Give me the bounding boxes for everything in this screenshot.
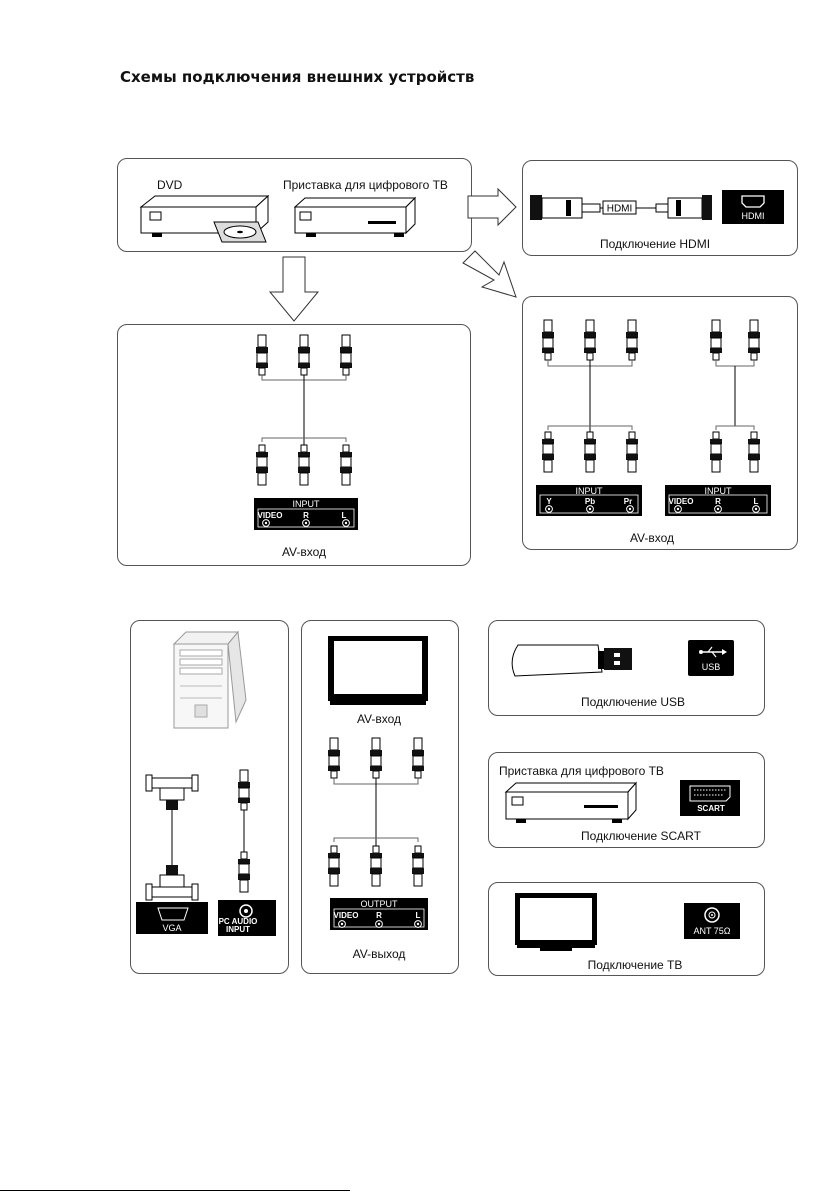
scart-port-icon: SCART	[680, 780, 740, 816]
usb-port-label: USB	[702, 662, 721, 672]
av-out-port-video: VIDEO	[334, 911, 359, 920]
scart-set-top-box-icon	[504, 781, 638, 823]
av-out-port-l: L	[416, 911, 421, 920]
pc-audio-port-panel: PC AUDIO INPUT	[218, 900, 276, 936]
stb-label: Приставка для цифрового ТВ	[283, 178, 448, 192]
antenna-port-icon: ANT 75Ω	[684, 903, 740, 939]
usb-symbol-icon	[699, 646, 727, 658]
hdmi-port-label: HDMI	[742, 211, 765, 221]
component-input-panel: INPUT Y Pb Pr	[536, 485, 642, 516]
av-input-left-caption: AV-вход	[281, 545, 327, 559]
hdmi-caption: Подключение HDMI	[599, 237, 711, 251]
component-port-y: Y	[546, 497, 552, 506]
av-input-left-panel: INPUT VIDEO R L	[254, 498, 358, 530]
set-top-box-icon	[293, 196, 417, 237]
pc-audio-label-1: PC AUDIO	[219, 917, 258, 926]
av-left-port-video: VIDEO	[258, 511, 283, 520]
hdmi-port-icon: HDMI	[722, 190, 784, 224]
composite-port-video: VIDEO	[669, 497, 694, 506]
av-output-panel-title: OUTPUT	[361, 899, 399, 909]
dvd-player-icon	[139, 194, 270, 243]
footer-rule	[0, 1190, 350, 1191]
hdmi-cable-icon: HDMI	[530, 195, 712, 220]
av-cable-left	[255, 334, 353, 486]
component-port-pb: Pb	[585, 497, 595, 506]
composite-panel-title: INPUT	[705, 486, 733, 496]
av-input-right-caption: AV-вход	[629, 531, 675, 545]
usb-flash-drive-icon	[511, 644, 632, 677]
tv-caption: Подключение ТВ	[587, 958, 683, 972]
av-cable-output	[327, 737, 425, 887]
composite-port-l: L	[754, 497, 759, 506]
audio-cable-right	[709, 319, 761, 473]
component-cable	[541, 319, 639, 473]
component-port-pr: Pr	[624, 497, 632, 506]
arrow-right-icon	[467, 187, 517, 227]
scart-device-label: Приставка для цифрового ТВ	[499, 764, 664, 778]
hdmi-cable-label: HDMI	[607, 204, 633, 215]
usb-port-icon: USB	[688, 640, 734, 676]
arrow-down-icon	[268, 256, 320, 322]
tv-monitor-icon	[328, 636, 428, 705]
av-out-port-r: R	[376, 911, 382, 920]
component-panel-title: INPUT	[576, 486, 604, 496]
scart-caption: Подключение SCART	[581, 829, 701, 843]
arrow-diagonal-icon	[462, 250, 517, 298]
composite-port-r: R	[715, 497, 721, 506]
av-output-panel: OUTPUT VIDEO R L	[330, 898, 428, 930]
av-left-port-r: R	[303, 511, 309, 520]
av-output-caption: AV-выход	[352, 947, 406, 961]
tv-icon	[515, 893, 597, 951]
pc-audio-cable-icon	[237, 769, 251, 893]
scart-port-label: SCART	[697, 804, 725, 813]
antenna-port-label: ANT 75Ω	[693, 926, 730, 936]
av-left-port-l: L	[342, 511, 347, 520]
av-input-left-panel-title: INPUT	[293, 499, 321, 509]
pc-tower-icon	[172, 630, 247, 729]
vga-cable-icon	[145, 774, 199, 901]
vga-label: VGA	[162, 923, 181, 933]
dvd-label: DVD	[157, 178, 183, 192]
usb-caption: Подключение USB	[580, 695, 686, 709]
tv-av-input-caption: AV-вход	[356, 712, 402, 726]
pc-audio-label-2: INPUT	[226, 925, 250, 934]
page-title: Схемы подключения внешних устройств	[120, 68, 475, 86]
composite-input-panel: INPUT VIDEO R L	[665, 485, 771, 516]
vga-port-panel: VGA	[136, 902, 208, 934]
